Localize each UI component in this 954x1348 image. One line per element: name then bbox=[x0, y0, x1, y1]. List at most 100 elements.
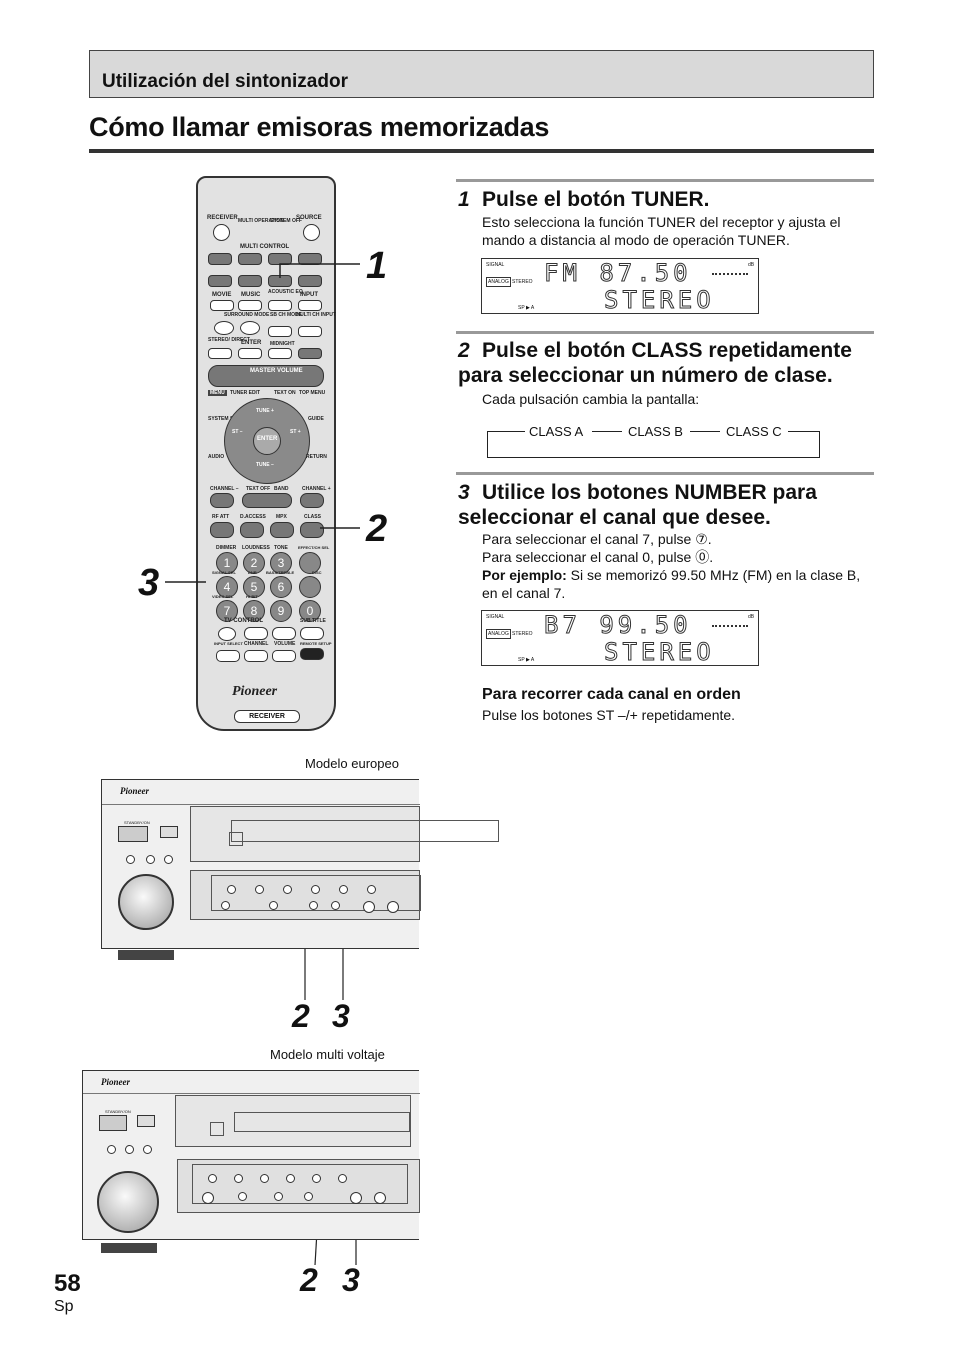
dimmer-label: DIMMER bbox=[216, 545, 237, 551]
receiver-mv-button[interactable] bbox=[107, 1145, 116, 1154]
receiver-mv-jack bbox=[202, 1192, 214, 1204]
remote-setup-button[interactable] bbox=[300, 648, 324, 660]
receiver-mv-button[interactable] bbox=[338, 1174, 347, 1183]
tip-heading: Para recorrer cada canal en orden bbox=[482, 686, 741, 703]
receiver-mv-button[interactable] bbox=[312, 1174, 321, 1183]
cd-button[interactable] bbox=[238, 275, 262, 287]
pause-button[interactable] bbox=[240, 522, 264, 538]
video-sel-label: VIDEO SEL bbox=[212, 594, 234, 599]
receiver-mv-button[interactable] bbox=[143, 1145, 152, 1154]
receiver-mode-button[interactable]: RECEIVER bbox=[234, 710, 300, 723]
dvd-ld-button[interactable] bbox=[208, 253, 232, 265]
receiver-eu-button[interactable] bbox=[126, 855, 135, 864]
receiver-eu-button[interactable] bbox=[255, 885, 264, 894]
step-3-line-1: Para seleccionar el canal 7, pulse ⑦. bbox=[482, 531, 712, 547]
receiver-mv-button[interactable] bbox=[274, 1192, 283, 1201]
receiver-eu-button[interactable] bbox=[221, 901, 230, 910]
tv-volume-minus-button[interactable] bbox=[272, 650, 296, 662]
tv-channel-plus-button[interactable] bbox=[244, 627, 268, 640]
acoustic-eq-button[interactable] bbox=[268, 300, 292, 311]
receiver-mv-button[interactable] bbox=[238, 1192, 247, 1201]
sb-ch-mode-button[interactable] bbox=[268, 326, 292, 337]
enter-button[interactable] bbox=[238, 348, 262, 359]
receiver-eu-button[interactable] bbox=[164, 855, 173, 864]
number-0-button[interactable]: 0 bbox=[299, 600, 321, 622]
tv-cont-button[interactable] bbox=[298, 253, 322, 265]
sb-ch-mode-label: SB CH MODE bbox=[270, 312, 302, 318]
tv-channel-minus-button[interactable] bbox=[244, 650, 268, 662]
navigation-pad[interactable] bbox=[224, 398, 310, 484]
number-8-button[interactable]: 8 bbox=[243, 600, 265, 622]
mute-button[interactable] bbox=[298, 348, 322, 359]
channel-plus-button[interactable] bbox=[300, 493, 324, 508]
receiver-mv-button[interactable] bbox=[286, 1174, 295, 1183]
multi-ch-input-button[interactable] bbox=[298, 326, 322, 337]
number-1-button[interactable]: 1 bbox=[216, 552, 238, 574]
number-6-button[interactable]: 6 bbox=[270, 576, 292, 598]
sub-title-button[interactable] bbox=[300, 627, 324, 640]
input-button[interactable] bbox=[298, 300, 322, 311]
step-divider bbox=[456, 331, 874, 334]
receiver-eu-button[interactable] bbox=[269, 901, 278, 910]
input-select-button[interactable] bbox=[216, 650, 240, 662]
midnight-label: MIDNIGHT bbox=[270, 341, 295, 347]
tv-sat-button[interactable] bbox=[238, 253, 262, 265]
receiver-eu-phones-button[interactable] bbox=[160, 826, 178, 838]
effect-enter-button[interactable] bbox=[299, 552, 321, 574]
section-banner: Utilización del sintonizador bbox=[89, 50, 874, 98]
master-volume-rocker[interactable] bbox=[208, 365, 324, 387]
movie-button[interactable] bbox=[210, 300, 234, 311]
receiver-power-button[interactable] bbox=[213, 224, 230, 241]
tv-volume-plus-button[interactable] bbox=[272, 627, 296, 640]
receiver-mv-button[interactable] bbox=[234, 1174, 243, 1183]
number-5-button[interactable]: 5 bbox=[243, 576, 265, 598]
channel-minus-button[interactable] bbox=[210, 493, 234, 508]
receiver-eu-button[interactable] bbox=[331, 901, 340, 910]
receiver-mv-button[interactable] bbox=[125, 1145, 134, 1154]
surround-right-button[interactable] bbox=[240, 321, 260, 335]
callout-1: 1 bbox=[366, 245, 388, 287]
receiver-eu-volume-knob[interactable] bbox=[118, 874, 174, 930]
receiver-mv-button[interactable] bbox=[208, 1174, 217, 1183]
receiver-eu-button[interactable] bbox=[311, 885, 320, 894]
receiver-mv-phones-button[interactable] bbox=[137, 1115, 155, 1127]
tv-power-button[interactable] bbox=[218, 627, 236, 641]
receiver-mv-button[interactable] bbox=[304, 1192, 313, 1201]
number-4-button[interactable]: 4 bbox=[216, 576, 238, 598]
receiver-eu-video-jack bbox=[363, 901, 375, 913]
receiver-eu-button[interactable] bbox=[309, 901, 318, 910]
tuner-button[interactable] bbox=[268, 275, 292, 287]
receiver-eu-button[interactable] bbox=[367, 885, 376, 894]
number-9-button[interactable]: 9 bbox=[270, 600, 292, 622]
music-button[interactable] bbox=[238, 300, 262, 311]
source-power-button[interactable] bbox=[303, 224, 320, 241]
receiver-eu-button[interactable] bbox=[227, 885, 236, 894]
class-label: CLASS bbox=[304, 514, 321, 520]
vcr-dvr-button[interactable] bbox=[268, 253, 292, 265]
center-enter-button[interactable] bbox=[253, 427, 281, 455]
receiver-eu-button[interactable] bbox=[283, 885, 292, 894]
number-2-button[interactable]: 2 bbox=[243, 552, 265, 574]
surround-left-button[interactable] bbox=[214, 321, 234, 335]
number-3-button[interactable]: 3 bbox=[270, 552, 292, 574]
cdr-tape-button[interactable] bbox=[298, 275, 322, 287]
vcr2-button[interactable] bbox=[208, 275, 232, 287]
stereo-direct-button[interactable] bbox=[208, 348, 232, 359]
stop-button[interactable] bbox=[270, 522, 294, 538]
class-button[interactable] bbox=[300, 522, 324, 538]
cycle-arrow bbox=[690, 431, 720, 432]
receiver-mv-volume-knob[interactable] bbox=[97, 1171, 159, 1233]
lcd-stereo-label: STEREO bbox=[512, 631, 533, 637]
class-cycle-loop bbox=[487, 431, 820, 458]
receiver-eu-button[interactable] bbox=[146, 855, 155, 864]
receiver-eu-button[interactable] bbox=[339, 885, 348, 894]
rewind-button[interactable] bbox=[210, 522, 234, 538]
number-7-button[interactable]: 7 bbox=[216, 600, 238, 622]
receiver-mv-button[interactable] bbox=[260, 1174, 269, 1183]
receiver-eu-standby-button[interactable] bbox=[118, 826, 148, 842]
midnight-button[interactable] bbox=[268, 348, 292, 359]
play-button[interactable] bbox=[242, 493, 292, 508]
disc-button[interactable] bbox=[299, 576, 321, 598]
receiver-mv-standby-button[interactable] bbox=[99, 1115, 127, 1131]
